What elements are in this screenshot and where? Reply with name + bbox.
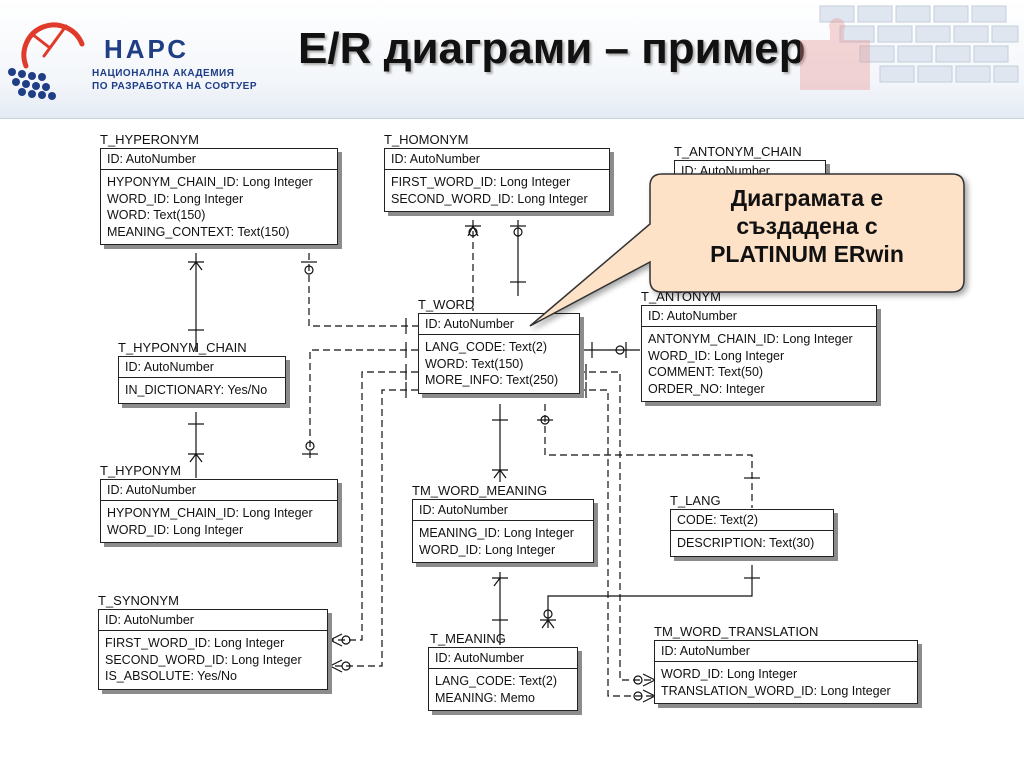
entity-key: ID: AutoNumber <box>101 480 337 501</box>
entity-word-meaning[interactable]: ID: AutoNumber MEANING_ID: Long Integer … <box>412 499 594 563</box>
entity-attribute: FIRST_WORD_ID: Long Integer <box>105 636 285 650</box>
entity-antonym[interactable]: ID: AutoNumber ANTONYM_CHAIN_ID: Long In… <box>641 305 877 402</box>
entity-attribute: IN_DICTIONARY: Yes/No <box>125 383 268 397</box>
entity-attribute: WORD_ID: Long Integer <box>107 191 244 206</box>
entity-attribute: WORD: Text(150) <box>107 208 206 222</box>
entity-attribute: MEANING_CONTEXT: Text(150) <box>107 224 290 239</box>
entity-attribute: DESCRIPTION: Text(30) <box>677 536 815 550</box>
entity-attribute: LANG_CODE: Text(2) <box>425 340 548 354</box>
entity-attribute: ANTONYM_CHAIN_ID: Long Integer <box>648 332 853 346</box>
entity-attribute: HYPONYM_CHAIN_ID: Long Integer <box>107 506 313 520</box>
slide-header: НАРС НАЦИОНАЛНА АКАДЕМИЯ ПО РАЗРАБОТКА Н… <box>0 0 1024 119</box>
entity-title-hyponym: T_HYPONYM <box>100 463 181 478</box>
entity-title-antonym-chain: T_ANTONYM_CHAIN <box>674 144 802 159</box>
entity-attribute: FIRST_WORD_ID: Long Integer <box>391 175 571 189</box>
entity-key: ID: AutoNumber <box>642 306 876 327</box>
entity-title-hyponym-chain: T_HYPONYM_CHAIN <box>118 340 247 355</box>
entity-attribute: IS_ABSOLUTE: Yes/No <box>105 669 238 683</box>
entity-key: ID: AutoNumber <box>101 149 337 170</box>
entity-attribute: WORD_ID: Long Integer <box>107 522 244 537</box>
callout-text: Диаграмата е създадена с PLATINUM ERwin <box>650 184 964 268</box>
entity-hyponym[interactable]: ID: AutoNumber HYPONYM_CHAIN_ID: Long In… <box>100 479 338 543</box>
entity-attribute: SECOND_WORD_ID: Long Integer <box>105 652 302 667</box>
entity-title-antonym: T_ANTONYM <box>641 289 721 304</box>
entity-title-word: T_WORD <box>418 297 475 312</box>
entity-attribute: WORD_ID: Long Integer <box>648 348 785 363</box>
callout-line-1: Диаграмата е <box>730 185 884 211</box>
entity-attribute: WORD: Text(150) <box>425 356 524 371</box>
callout-line-2: създадена с <box>736 213 878 239</box>
logo-text: НАРС <box>104 34 190 64</box>
page-title: E/R диаграми – пример <box>298 24 806 73</box>
entity-attribute: MEANING: Memo <box>435 690 536 705</box>
entity-title-word-meaning: TM_WORD_MEANING <box>412 483 548 498</box>
entity-key: ID: AutoNumber <box>419 314 579 335</box>
entity-key: ID: AutoNumber <box>429 648 577 669</box>
entity-attribute: SECOND_WORD_ID: Long Integer <box>391 191 588 206</box>
entity-key: ID: AutoNumber <box>385 149 609 170</box>
entity-hyponym-chain[interactable]: ID: AutoNumber IN_DICTIONARY: Yes/No <box>118 356 286 404</box>
entity-title-lang: T_LANG <box>670 493 721 508</box>
entity-key: ID: AutoNumber <box>655 641 917 662</box>
callout-line-3: PLATINUM ERwin <box>710 241 904 267</box>
entity-title-word-translation: TM_WORD_TRANSLATION <box>654 624 819 639</box>
entity-key: CODE: Text(2) <box>671 510 833 531</box>
entity-lang[interactable]: CODE: Text(2) DESCRIPTION: Text(30) <box>670 509 834 557</box>
entity-homonym[interactable]: ID: AutoNumber FIRST_WORD_ID: Long Integ… <box>384 148 610 212</box>
entity-key: ID: AutoNumber <box>675 161 825 182</box>
entity-synonym[interactable]: ID: AutoNumber FIRST_WORD_ID: Long Integ… <box>98 609 328 690</box>
entity-title-hyperonym: T_HYPERONYM <box>100 132 199 147</box>
entity-attribute: MORE_INFO: Text(250) <box>425 373 559 387</box>
entity-attribute: WORD_ID: Long Integer <box>661 667 798 681</box>
entity-key: ID: AutoNumber <box>119 357 285 378</box>
logo-emblem <box>8 22 85 100</box>
entity-word-translation[interactable]: ID: AutoNumber WORD_ID: Long Integer TRA… <box>654 640 918 704</box>
entity-title-meaning: T_MEANING <box>430 631 506 646</box>
entity-attribute: LANG_CODE: Text(2) <box>435 674 558 688</box>
entity-meaning[interactable]: ID: AutoNumber LANG_CODE: Text(2) MEANIN… <box>428 647 578 711</box>
logo-subtitle-line-2: ПО РАЗРАБОТКА НА СОФТУЕР <box>92 81 258 92</box>
entity-attribute: TRANSLATION_WORD_ID: Long Integer <box>661 683 891 698</box>
entity-title-homonym: T_HOMONYM <box>384 132 469 147</box>
decorative-grid <box>800 5 1019 91</box>
logo-subtitle-line-1: НАЦИОНАЛНА АКАДЕМИЯ <box>92 68 235 79</box>
entity-key: ID: AutoNumber <box>99 610 327 631</box>
entity-attribute: MEANING_ID: Long Integer <box>419 526 574 540</box>
entity-word[interactable]: ID: AutoNumber LANG_CODE: Text(2) WORD: … <box>418 313 580 394</box>
entity-hyperonym[interactable]: ID: AutoNumber HYPONYM_CHAIN_ID: Long In… <box>100 148 338 245</box>
entity-attribute: COMMENT: Text(50) <box>648 365 764 379</box>
entity-attribute: HYPONYM_CHAIN_ID: Long Integer <box>107 175 313 189</box>
entity-antonym-chain[interactable]: ID: AutoNumber <box>674 160 826 186</box>
entity-attribute: WORD_ID: Long Integer <box>419 542 556 557</box>
entity-attribute: ORDER_NO: Integer <box>648 381 765 396</box>
entity-key: ID: AutoNumber <box>413 500 593 521</box>
entity-title-synonym: T_SYNONYM <box>98 593 179 608</box>
